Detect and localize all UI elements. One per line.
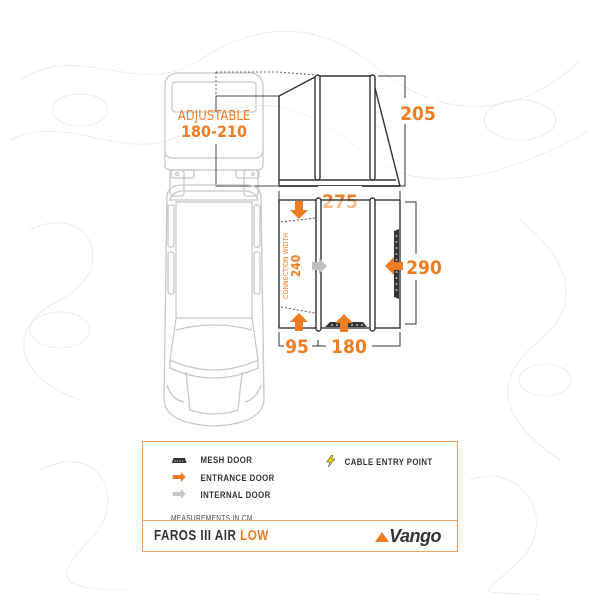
brand-logo: Vango: [375, 526, 441, 547]
brand-name: Vango: [389, 526, 441, 546]
brand-triangle-icon: [375, 531, 390, 542]
legend-panel: MESH DOOR ENTRANCE DOOR INTERNAL DOOR CA…: [142, 441, 458, 552]
legend-item-cable-entry: CABLE ENTRY POINT: [325, 454, 433, 470]
height-dimension: 205: [400, 103, 436, 125]
legend-item-entrance-door: ENTRANCE DOOR: [171, 472, 275, 485]
product-name-variant: LOW: [240, 527, 269, 544]
legend-item-internal-door: INTERNAL DOOR: [171, 489, 271, 502]
connection-width-label: CONNECTION WIDTH: [282, 233, 290, 299]
adjustable-label: ADJUSTABLE: [178, 109, 251, 124]
connection-width-value: 240: [289, 255, 303, 278]
van-top-view: [163, 184, 265, 427]
legend-label-cable-entry: CABLE ENTRY POINT: [344, 457, 433, 468]
internal-door-arrow: [312, 258, 327, 274]
mesh-door-icon: [171, 455, 189, 466]
product-name-main: FAROS III AIR: [154, 527, 237, 544]
front-section-dimension: 95: [285, 336, 309, 358]
adjustable-range: 180-210: [181, 122, 247, 141]
connection-dashed-line: [215, 71, 317, 104]
entrance-door-arrow-icon: [171, 472, 189, 485]
legend-label-mesh-door: MESH DOOR: [200, 455, 253, 466]
tent-diagram: ADJUSTABLE 180-210 205 275: [163, 71, 442, 427]
van-rear-view: [164, 72, 264, 197]
internal-door-arrow-icon: [171, 489, 189, 502]
lightning-bolt-icon: [325, 454, 336, 470]
product-name: FAROS III AIR LOW: [154, 527, 269, 544]
legend-label-entrance-door: ENTRANCE DOOR: [200, 473, 275, 484]
measurements-note: MEASUREMENTS IN CM: [171, 514, 253, 523]
main-section-dimension: 180: [331, 336, 367, 358]
legend-divider: [143, 520, 457, 521]
tent-side-view: [278, 74, 401, 187]
legend-item-mesh-door: MESH DOOR: [171, 455, 252, 466]
legend-label-internal-door: INTERNAL DOOR: [200, 490, 271, 501]
depth-dimension: 290: [406, 257, 442, 279]
